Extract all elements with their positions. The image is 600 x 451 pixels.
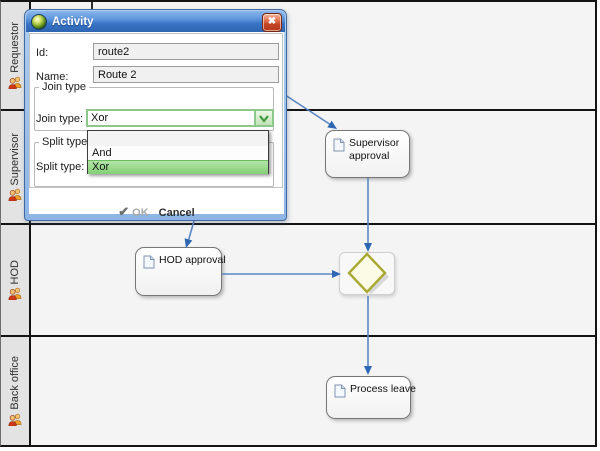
document-icon [143, 255, 155, 269]
name-label: Name: [36, 71, 69, 83]
activity-orb-icon [31, 13, 47, 30]
ok-label: OK [132, 207, 149, 219]
document-icon [333, 138, 345, 152]
lane-header-backoffice[interactable]: Back office [1, 337, 31, 445]
dialog-form-panel: Id: Name: Join type Join type: Xor [29, 33, 283, 188]
node-supervisor-approval[interactable]: Supervisor approval [325, 130, 410, 178]
dropdown-option-empty[interactable] [88, 131, 268, 146]
gateway-diamond [347, 252, 389, 294]
check-icon: ✔ [118, 204, 130, 219]
lane-title: Back office [9, 356, 21, 410]
node-label: HOD approval [159, 254, 226, 266]
join-type-dropdown-list: And Xor [87, 130, 269, 174]
people-icon [8, 413, 22, 426]
close-button[interactable]: ✖ [262, 13, 282, 32]
people-icon [8, 288, 22, 301]
node-label: Supervisor approval [349, 137, 400, 163]
combo-value: Xor [91, 112, 109, 124]
lane-hod: HOD [1, 225, 595, 337]
activity-dialog: Activity ✖ Id: Name: Join type Join type… [24, 9, 287, 221]
chevron-down-icon [259, 114, 269, 123]
people-icon [8, 76, 22, 89]
lane-title: Supervisor [9, 132, 21, 186]
lane-title: HOD [9, 259, 21, 285]
lane-backoffice: Back office [1, 337, 595, 445]
join-type-legend: Join type [39, 81, 90, 93]
split-type-legend: Split type [39, 136, 91, 148]
lane-body-backoffice[interactable] [31, 337, 595, 445]
people-icon [8, 189, 22, 202]
edge-stub [91, 2, 93, 9]
window-titlebar[interactable]: Activity [26, 11, 285, 32]
join-type-label: Join type: [36, 113, 84, 125]
lane-body-hod[interactable] [31, 225, 595, 335]
window-title: Activity [52, 15, 94, 28]
lane-title: Requestor [9, 22, 21, 73]
ok-button[interactable]: ✔OK [118, 204, 158, 219]
gateway-route[interactable] [339, 252, 395, 295]
dialog-content: Id: Name: Join type Join type: Xor [29, 32, 284, 219]
node-hod-approval[interactable]: HOD approval [135, 247, 226, 296]
node-label: Process leave [350, 383, 416, 395]
split-type-label: Split type: [36, 161, 85, 173]
cancel-button[interactable]: Cancel [158, 207, 195, 219]
dropdown-option-and[interactable]: And [88, 146, 268, 160]
document-icon [334, 384, 346, 398]
dropdown-option-xor[interactable]: Xor [88, 160, 268, 174]
id-label: Id: [36, 47, 49, 59]
join-type-combobox[interactable]: Xor [86, 109, 274, 127]
id-input[interactable] [93, 43, 279, 60]
close-icon: ✖ [267, 16, 277, 27]
lane-header-hod[interactable]: HOD [1, 225, 31, 335]
name-input[interactable] [93, 66, 279, 83]
node-process-leave[interactable]: Process leave [326, 376, 416, 419]
combo-trigger[interactable] [254, 111, 272, 125]
